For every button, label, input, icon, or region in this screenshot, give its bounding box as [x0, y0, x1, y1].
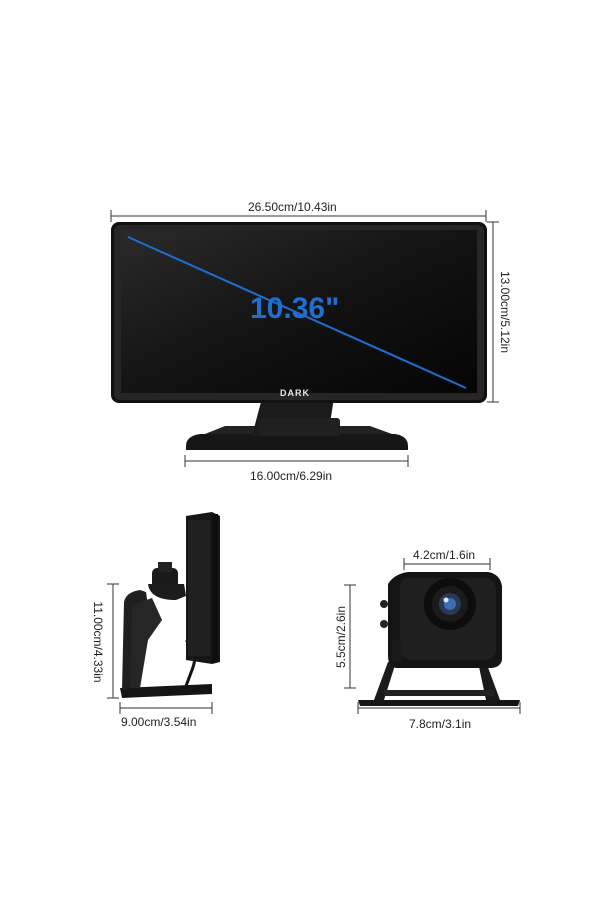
- monitor-width-dimension: [110, 210, 487, 222]
- monitor-base-dimension: [184, 455, 409, 467]
- side-height-label: 11.00cm/4.33in: [91, 601, 105, 683]
- camera-height-label: 5.5cm/2.6in: [334, 605, 348, 669]
- monitor-side-view: [120, 512, 220, 698]
- screen-size-label: 10.36": [250, 292, 340, 325]
- monitor-height-label: 13.00cm/5.12in: [498, 270, 512, 354]
- brand-logo: DARK: [280, 388, 310, 398]
- monitor-base-label: 16.00cm/6.29in: [250, 469, 333, 483]
- side-depth-label: 9.00cm/3.54in: [121, 715, 197, 729]
- side-height-dimension: [107, 583, 119, 699]
- side-depth-dimension: [119, 702, 213, 714]
- camera-width-label: 4.2cm/1.6in: [413, 548, 476, 562]
- camera-base-label: 7.8cm/3.1in: [409, 717, 472, 731]
- backup-camera: [358, 572, 520, 706]
- monitor-front: [111, 222, 487, 450]
- monitor-height-dimension: [487, 221, 499, 403]
- screen-diagonal-line: [127, 236, 467, 389]
- monitor-width-label: 26.50cm/10.43in: [248, 200, 337, 214]
- camera-base-dimension: [357, 702, 521, 714]
- camera-width-dimension: [403, 558, 491, 570]
- camera-height-dimension: [344, 584, 356, 689]
